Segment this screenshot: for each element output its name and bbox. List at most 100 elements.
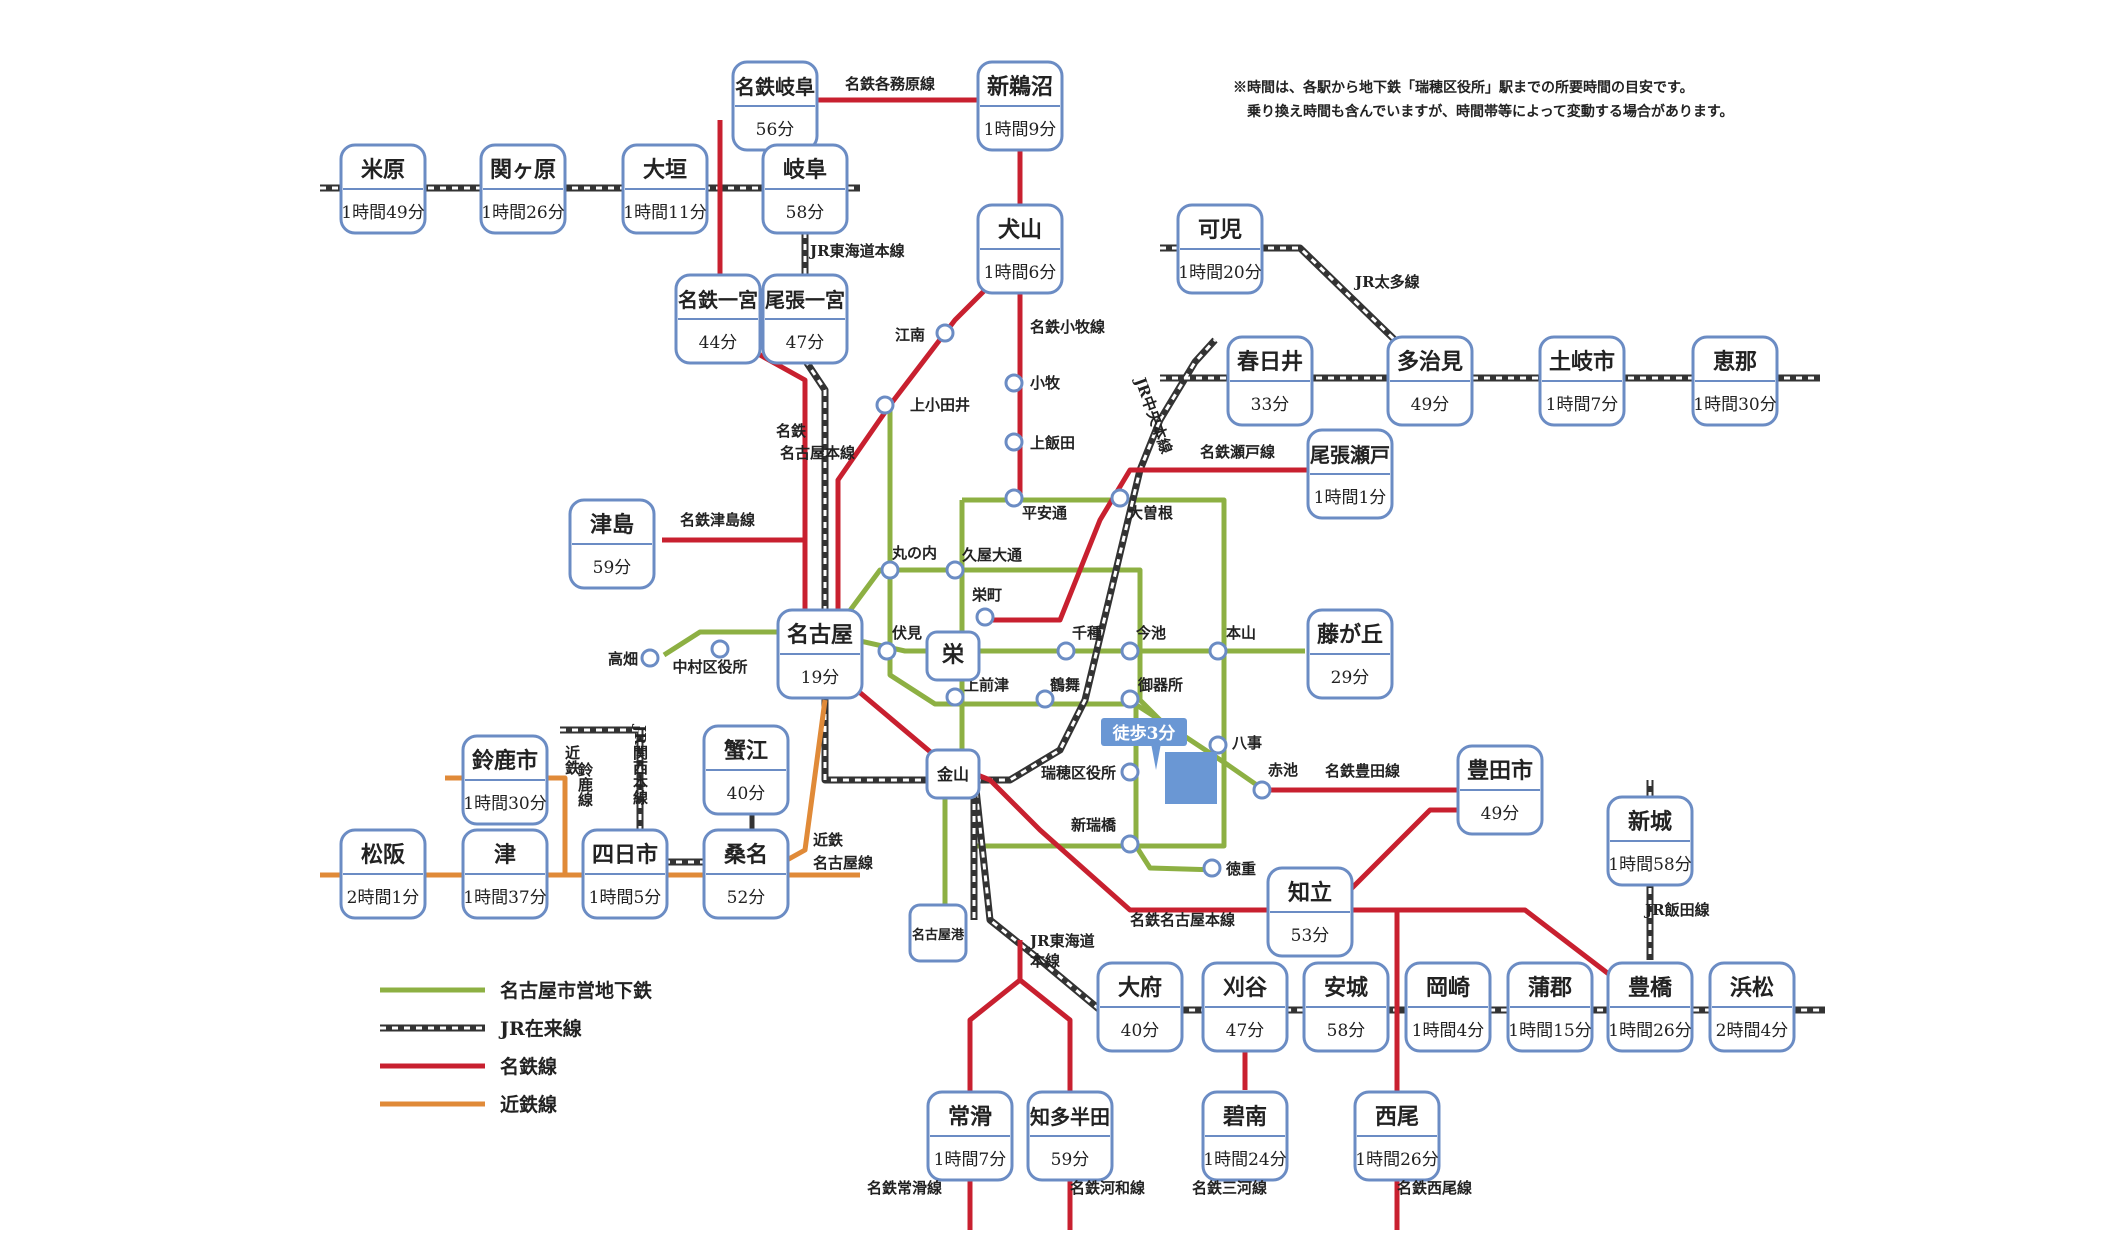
stop-marker bbox=[1202, 858, 1222, 878]
station-time: 59分 bbox=[1051, 1150, 1090, 1170]
stop-name: 今池 bbox=[1135, 624, 1166, 642]
stop: 赤池 bbox=[1252, 761, 1298, 800]
station-box: 知立 53分 bbox=[1266, 866, 1354, 958]
stop-name: 栄町 bbox=[971, 586, 1002, 604]
stop-marker bbox=[945, 687, 965, 707]
station-name: 知立 bbox=[1288, 880, 1332, 906]
stop-marker bbox=[1120, 641, 1140, 661]
station-time: 1時間26分 bbox=[481, 203, 564, 223]
station-time: 47分 bbox=[786, 333, 825, 353]
station-name: 四日市 bbox=[592, 842, 658, 868]
stop-name: 瑞穂区役所 bbox=[1041, 764, 1116, 782]
station-box: 松阪 2時間1分 bbox=[339, 828, 427, 920]
stop: 平安通 bbox=[1004, 488, 1067, 522]
station-time: 56分 bbox=[756, 120, 795, 140]
note-line-2: 乗り換え時間も含んでいますが、時間帯等によって変動する場合があります。 bbox=[1246, 103, 1734, 120]
station-box: 名鉄一宮 44分 bbox=[674, 273, 762, 365]
note: ※時間は、各駅から地下鉄「瑞穂区役所」駅までの所要時間の目安です。 乗り換え時間… bbox=[1233, 79, 1734, 120]
line-label: 近鉄 bbox=[813, 831, 843, 849]
station-time: 1時間6分 bbox=[984, 263, 1057, 283]
stop: 御器所 bbox=[1120, 676, 1183, 709]
station-time: 1時間4分 bbox=[1412, 1021, 1485, 1041]
hub-box-frame bbox=[925, 630, 981, 682]
line-label: 近鉄 bbox=[563, 744, 581, 776]
stop: 伏見 bbox=[877, 624, 922, 661]
stop: 上前津 bbox=[945, 676, 1009, 707]
station-time: 1時間20分 bbox=[1178, 263, 1261, 283]
station-name: 尾張一宮 bbox=[765, 288, 845, 312]
station-name: 犬山 bbox=[998, 217, 1042, 243]
stop: 上小田井 bbox=[875, 395, 970, 415]
station-name: 名鉄一宮 bbox=[678, 288, 758, 312]
stop-name: 伏見 bbox=[892, 624, 922, 642]
line-label: JR関西本線 bbox=[631, 723, 649, 806]
line-label: JR飯田線 bbox=[1643, 901, 1710, 919]
station-time: 1時間26分 bbox=[1608, 1021, 1691, 1041]
stop: 丸の内 bbox=[880, 544, 937, 580]
stop-marker bbox=[1120, 762, 1140, 782]
station-name: 津 bbox=[494, 842, 516, 868]
station-name: 浜松 bbox=[1730, 975, 1774, 1001]
station-name: 新城 bbox=[1628, 809, 1672, 835]
station-name: 蟹江 bbox=[724, 738, 768, 764]
station-box: 刈谷 47分 bbox=[1201, 961, 1289, 1053]
station-time: 33分 bbox=[1251, 395, 1290, 415]
station-name: 春日井 bbox=[1237, 349, 1303, 375]
stop: 高畑 bbox=[608, 648, 660, 668]
stop-marker bbox=[710, 639, 730, 659]
hub-box-frame bbox=[908, 903, 968, 963]
stop: 大曽根 bbox=[1110, 488, 1173, 522]
station-box: 犬山 1時間6分 bbox=[976, 203, 1064, 295]
station-time: 47分 bbox=[1226, 1021, 1265, 1041]
station-box: 尾張一宮 47分 bbox=[761, 273, 849, 365]
station-time: 40分 bbox=[1121, 1021, 1160, 1041]
line-label: 名鉄豊田線 bbox=[1325, 762, 1400, 780]
stop-marker bbox=[1004, 488, 1024, 508]
stop-name: 平安通 bbox=[1022, 504, 1067, 522]
station-box: 知多半田 59分 bbox=[1026, 1090, 1114, 1182]
station-time: 2時間1分 bbox=[347, 888, 420, 908]
stop-name: 御器所 bbox=[1137, 676, 1183, 694]
station-name: 大垣 bbox=[643, 157, 687, 183]
stop-marker bbox=[1252, 780, 1272, 800]
stop-name: 上飯田 bbox=[1030, 434, 1075, 452]
legend-label: 名古屋市営地下鉄 bbox=[500, 979, 652, 1002]
stop-marker bbox=[880, 560, 900, 580]
station-name: 多治見 bbox=[1397, 349, 1463, 375]
stop-name: 江南 bbox=[895, 326, 925, 344]
stop-name: 高畑 bbox=[608, 650, 638, 668]
legend-item: JR在来線 bbox=[380, 1017, 582, 1040]
station-time: 49分 bbox=[1411, 395, 1450, 415]
station-time: 44分 bbox=[699, 333, 738, 353]
stop-name: 大曽根 bbox=[1128, 504, 1173, 522]
station-name: 碧南 bbox=[1222, 1104, 1267, 1130]
stop: 江南 bbox=[895, 323, 955, 344]
station-box: 大垣 1時間11分 bbox=[621, 143, 709, 235]
station-name: 知多半田 bbox=[1030, 1105, 1110, 1129]
higashiyama-line bbox=[662, 629, 1305, 658]
station-time: 59分 bbox=[593, 558, 632, 578]
station-time: 1時間11分 bbox=[623, 203, 706, 223]
stop-marker bbox=[935, 323, 955, 343]
station-name: 常滑 bbox=[948, 1104, 992, 1130]
station-name: 松阪 bbox=[361, 842, 405, 868]
station-time: 40分 bbox=[727, 784, 766, 804]
stop-name: 小牧 bbox=[1030, 374, 1061, 392]
station-time: 53分 bbox=[1291, 926, 1330, 946]
line-label: 名鉄 bbox=[776, 422, 806, 440]
stop: 瑞穂区役所 bbox=[1041, 762, 1140, 782]
station-name: 刈谷 bbox=[1223, 975, 1268, 1001]
line-label: JR東海道 bbox=[1028, 932, 1095, 950]
station-name: 関ヶ原 bbox=[490, 157, 556, 183]
line-label: 名鉄名古屋本線 bbox=[1130, 911, 1235, 929]
